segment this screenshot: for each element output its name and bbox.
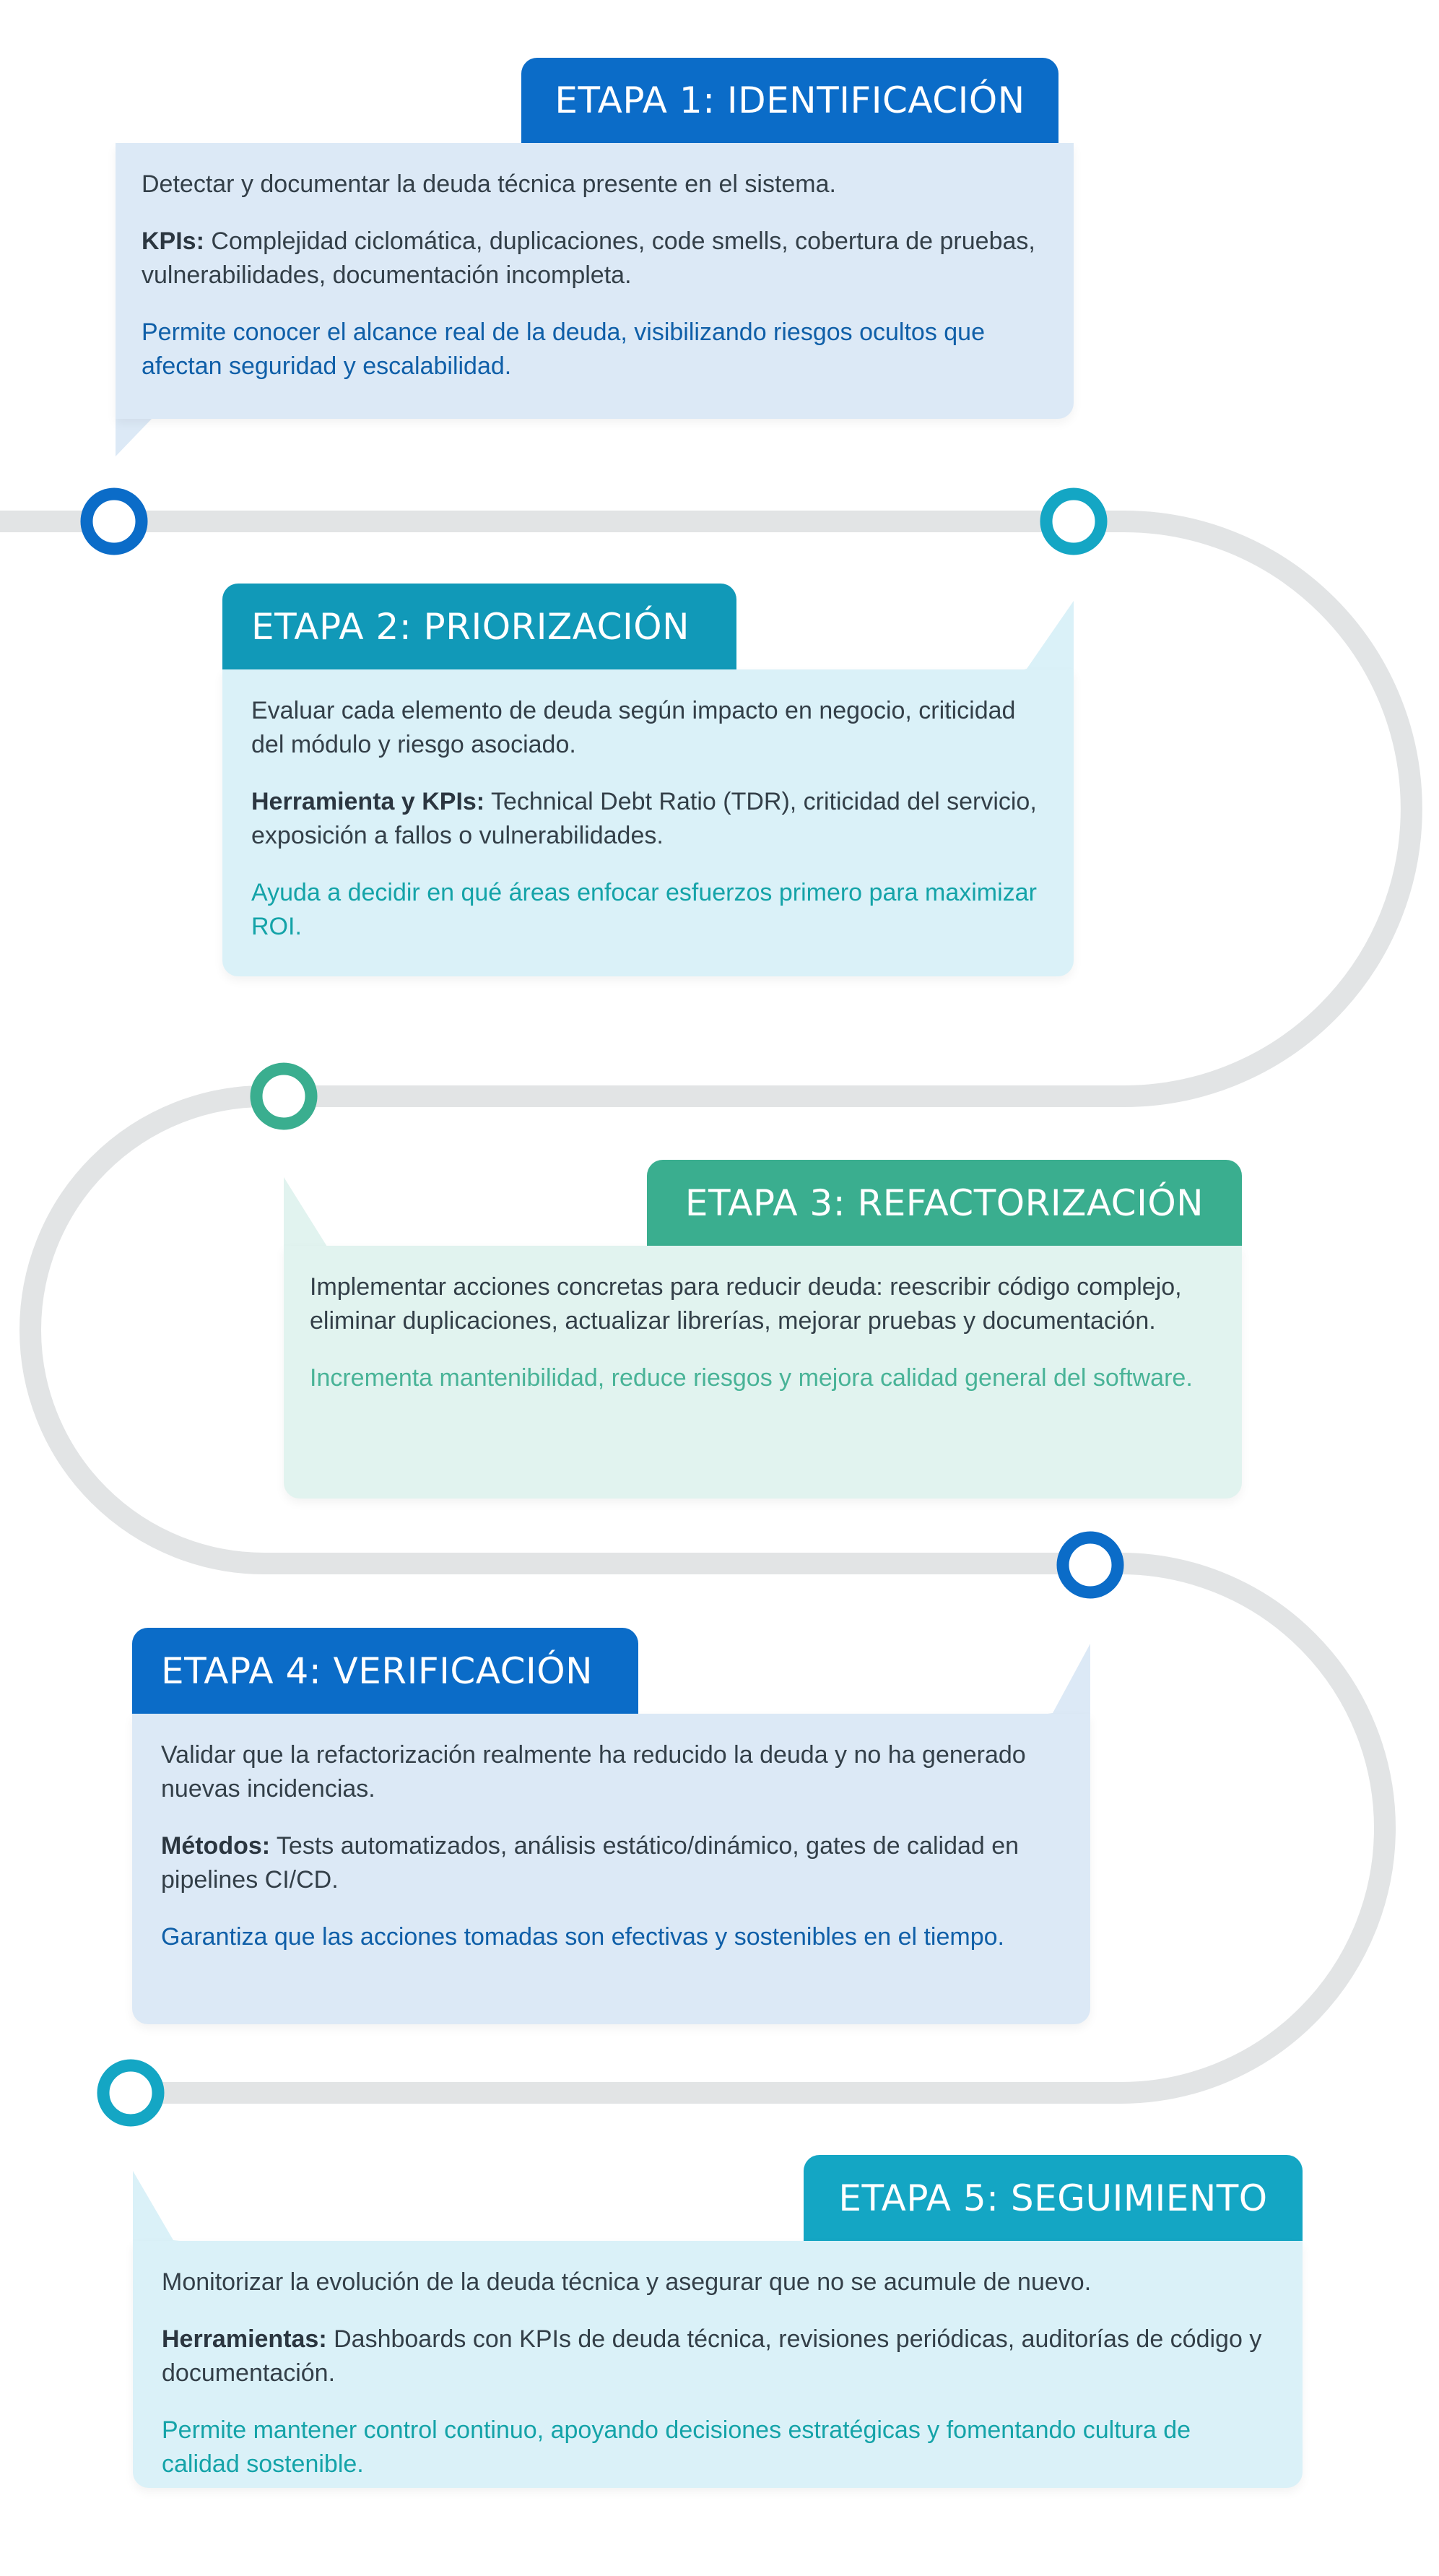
milestone-5-ring-icon: [97, 2059, 165, 2127]
stage-5-title: ETAPA 5: SEGUIMIENTO: [804, 2155, 1303, 2242]
stage-2-callout-tail: [1011, 601, 1074, 673]
stage-5-detail: Herramientas: Dashboards con KPIs de deu…: [162, 2323, 1274, 2390]
track-path: [0, 511, 1422, 2104]
milestone-2-ring-icon: [1040, 487, 1108, 555]
stage-3-benefit: Incrementa mantenibilidad, reduce riesgo…: [310, 1364, 1193, 1392]
stage-2-detail-text: Technical Debt Ratio (TDR), criticidad d…: [251, 788, 1037, 849]
stage-1-detail-text: Complejidad ciclomática, duplicaciones, …: [142, 227, 1035, 289]
stage-4-callout-tail: [1032, 1644, 1090, 1716]
stage-5-detail-text: Dashboards con KPIs de deuda técnica, re…: [162, 2325, 1262, 2387]
stage-4-benefit: Garantiza que las acciones tomadas son e…: [161, 1923, 1004, 1951]
stage-5-description: Monitorizar la evolución de la deuda téc…: [162, 2268, 1092, 2296]
stage-1-description: Detectar y documentar la deuda técnica p…: [142, 170, 836, 198]
stage-2-benefit: Ayuda a decidir en qué áreas enfocar esf…: [251, 879, 1037, 940]
stage-4-description: Validar que la refactorización realmente…: [161, 1741, 1026, 1803]
stage-5-body: Monitorizar la evolución de la deuda téc…: [133, 2241, 1303, 2488]
stage-4-body: Validar que la refactorización realmente…: [132, 1714, 1090, 2024]
stage-2-detail-label: Herramienta y KPIs:: [251, 788, 485, 815]
stage-4-detail-label: Métodos:: [161, 1832, 271, 1860]
stage-3-body: Implementar acciones concretas para redu…: [284, 1246, 1242, 1499]
stage-5-benefit: Permite mantener control continuo, apoya…: [162, 2416, 1191, 2478]
stage-4-title: ETAPA 4: VERIFICACIÓN: [132, 1628, 638, 1714]
stage-3-title: ETAPA 3: REFACTORIZACIÓN: [647, 1160, 1242, 1246]
milestone-4-ring-icon: [1056, 1531, 1124, 1599]
milestone-3-ring-icon: [250, 1062, 318, 1130]
stage-4-detail-text: Tests automatizados, análisis estático/d…: [161, 1832, 1020, 1894]
stage-1-body: Detectar y documentar la deuda técnica p…: [116, 143, 1074, 419]
stage-5-callout-tail: [133, 2171, 198, 2243]
milestone-1-ring-icon: [80, 487, 148, 555]
stage-2-body: Evaluar cada elemento de deuda según imp…: [222, 669, 1074, 976]
stage-1-detail: KPIs: Complejidad ciclomática, duplicaci…: [142, 225, 1045, 292]
stage-1-title: ETAPA 1: IDENTIFICACIÓN: [521, 58, 1058, 143]
stage-3-callout-tail: [284, 1177, 349, 1249]
stage-2-description: Evaluar cada elemento de deuda según imp…: [251, 697, 1016, 758]
stage-2-detail: Herramienta y KPIs: Technical Debt Ratio…: [251, 785, 1045, 853]
stage-4-detail: Métodos: Tests automatizados, análisis e…: [161, 1829, 1061, 1897]
stage-5-detail-label: Herramientas:: [162, 2325, 327, 2353]
stage-2-title: ETAPA 2: PRIORIZACIÓN: [222, 584, 736, 670]
stage-1-detail-label: KPIs:: [142, 227, 204, 255]
stage-1-benefit: Permite conocer el alcance real de la de…: [142, 318, 986, 380]
stage-3-description: Implementar acciones concretas para redu…: [310, 1273, 1182, 1335]
